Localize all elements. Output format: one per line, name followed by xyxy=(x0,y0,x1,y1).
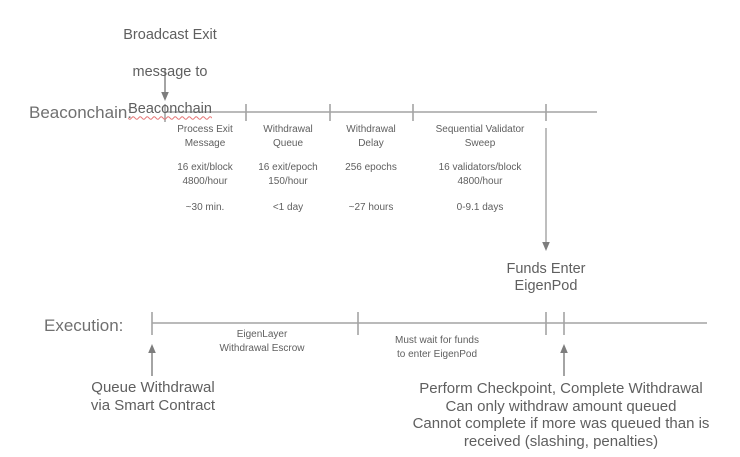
beacon-segment-1-name: Withdrawal Queue xyxy=(263,124,313,149)
beacon-segment-0-duration: ~30 min. xyxy=(185,202,225,213)
beaconchain-timeline xyxy=(164,104,597,122)
funds-enter-note: Funds Enter EigenPod xyxy=(506,261,586,294)
beacon-segment-2-duration: ~27 hours xyxy=(348,202,394,213)
funds-enter-arrow xyxy=(542,128,550,251)
beaconchain-layer-label: Beaconchain: xyxy=(29,103,133,122)
beacon-segment-2-rate: 256 epochs xyxy=(345,162,397,173)
broadcast-exit-note: Broadcast Exit message to Beaconchain xyxy=(100,7,240,137)
broadcast-note-line2: message to xyxy=(132,63,208,80)
execution-timeline xyxy=(151,312,707,335)
broadcast-arrow xyxy=(161,68,169,101)
beacon-segment-1-duration: <1 day xyxy=(272,202,304,213)
execution-layer-label: Execution: xyxy=(44,316,124,335)
broadcast-note-line1: Broadcast Exit xyxy=(123,26,217,43)
beacon-segment-2-name: Withdrawal Delay xyxy=(346,124,396,149)
execution-segment-1-name: Must wait for funds to enter EigenPod xyxy=(395,335,479,360)
perform-checkpoint-note: Perform Checkpoint, Complete Withdrawal … xyxy=(412,380,710,450)
beacon-segment-1-rate: 16 exit/epoch 150/hour xyxy=(258,162,318,187)
execution-segment-0-name: EigenLayer Withdrawal Escrow xyxy=(219,329,305,354)
queue-withdrawal-note: Queue Withdrawal via Smart Contract xyxy=(90,379,216,414)
beacon-segment-0-rate: 16 exit/block 4800/hour xyxy=(177,162,233,187)
beaconchain-misspelled-word: Beaconchain xyxy=(128,100,212,117)
broadcast-note-line3: Beaconchain xyxy=(100,100,240,119)
beacon-segment-3-name: Sequential Validator Sweep xyxy=(435,124,525,149)
beacon-segment-3-duration: 0-9.1 days xyxy=(456,202,504,213)
checkpoint-arrow xyxy=(560,344,568,376)
queue-withdrawal-arrow xyxy=(148,344,156,376)
beacon-segment-0-name: Process Exit Message xyxy=(177,124,233,149)
beacon-segment-3-rate: 16 validators/block 4800/hour xyxy=(438,162,522,187)
